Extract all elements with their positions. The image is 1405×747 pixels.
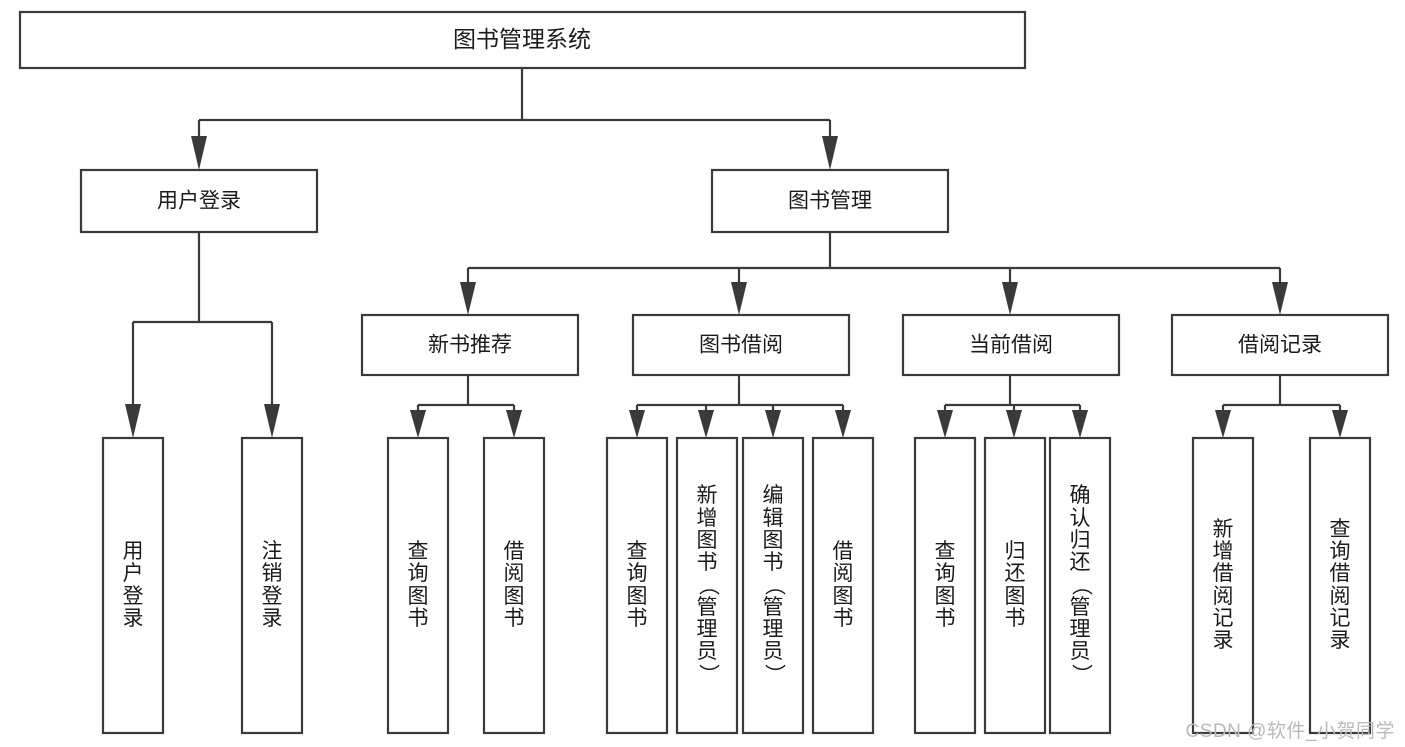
arrow-book-mgmt-c1	[460, 282, 476, 315]
arrow-book-borrow-c4	[835, 410, 851, 438]
arrow-book-mgmt-c4	[1272, 282, 1288, 315]
node-box-new-book-recommend[interactable]	[360, 313, 580, 377]
arrow-current-borrow-c2	[1006, 410, 1022, 438]
arrow-root-to-book-mgmt	[822, 136, 838, 170]
node-label-book-management: 图书管理	[788, 190, 872, 213]
node-box-current-borrow[interactable]	[901, 313, 1121, 377]
arrow-user-login-c1	[125, 404, 141, 438]
node-box-leaf-query-book-2[interactable]	[605, 436, 669, 735]
arrow-root-to-user-login	[191, 136, 207, 170]
node-box-root[interactable]	[18, 10, 1027, 70]
arrow-book-borrow-c3	[765, 410, 781, 438]
node-label-borrow-record: 借阅记录	[1238, 334, 1322, 357]
node-label-root: 图书管理系统	[453, 26, 591, 52]
node-box-leaf-logout[interactable]	[240, 436, 304, 735]
node-box-leaf-add-borrow-record[interactable]	[1191, 436, 1255, 735]
node-label-user-login: 用户登录	[157, 190, 241, 213]
arrow-current-borrow-c1	[937, 410, 953, 438]
edges-layer	[125, 68, 1348, 438]
node-box-leaf-query-borrow-record[interactable]	[1308, 436, 1372, 735]
node-box-book-borrow[interactable]	[631, 313, 851, 377]
node-box-leaf-edit-book-admin[interactable]	[741, 436, 805, 735]
arrow-book-mgmt-c2	[731, 282, 747, 315]
arrow-borrow-record-c2	[1332, 410, 1348, 438]
node-box-leaf-query-book-3[interactable]	[913, 436, 977, 735]
node-box-leaf-add-book-admin[interactable]	[675, 436, 739, 735]
arrow-book-borrow-c2	[698, 410, 714, 438]
node-box-leaf-query-book-1[interactable]	[386, 436, 450, 735]
node-box-leaf-return-book[interactable]	[983, 436, 1047, 735]
node-label-current-borrow: 当前借阅	[969, 334, 1053, 357]
node-box-leaf-borrow-book-1[interactable]	[482, 436, 546, 735]
arrow-user-login-c2	[264, 404, 280, 438]
node-label-book-borrow: 图书借阅	[699, 334, 783, 357]
arrow-new-book-c1	[410, 410, 426, 438]
node-box-user-login[interactable]	[79, 168, 319, 234]
node-box-borrow-record[interactable]	[1170, 313, 1390, 377]
node-label-new-book-recommend: 新书推荐	[428, 334, 512, 357]
node-box-book-management[interactable]	[710, 168, 950, 234]
arrow-current-borrow-c3	[1072, 410, 1088, 438]
node-box-leaf-confirm-return-admin[interactable]	[1048, 436, 1112, 735]
arrow-borrow-record-c1	[1215, 410, 1231, 438]
node-box-leaf-borrow-book-2[interactable]	[811, 436, 875, 735]
node-box-leaf-user-login[interactable]	[101, 436, 165, 735]
arrow-book-mgmt-c3	[1002, 282, 1018, 315]
arrow-new-book-c2	[506, 410, 522, 438]
arrow-book-borrow-c1	[629, 410, 645, 438]
nodes-layer: 图书管理系统 用户登录 图书管理 新书推荐 图书借阅 当前借阅 借阅记录	[18, 10, 1390, 735]
